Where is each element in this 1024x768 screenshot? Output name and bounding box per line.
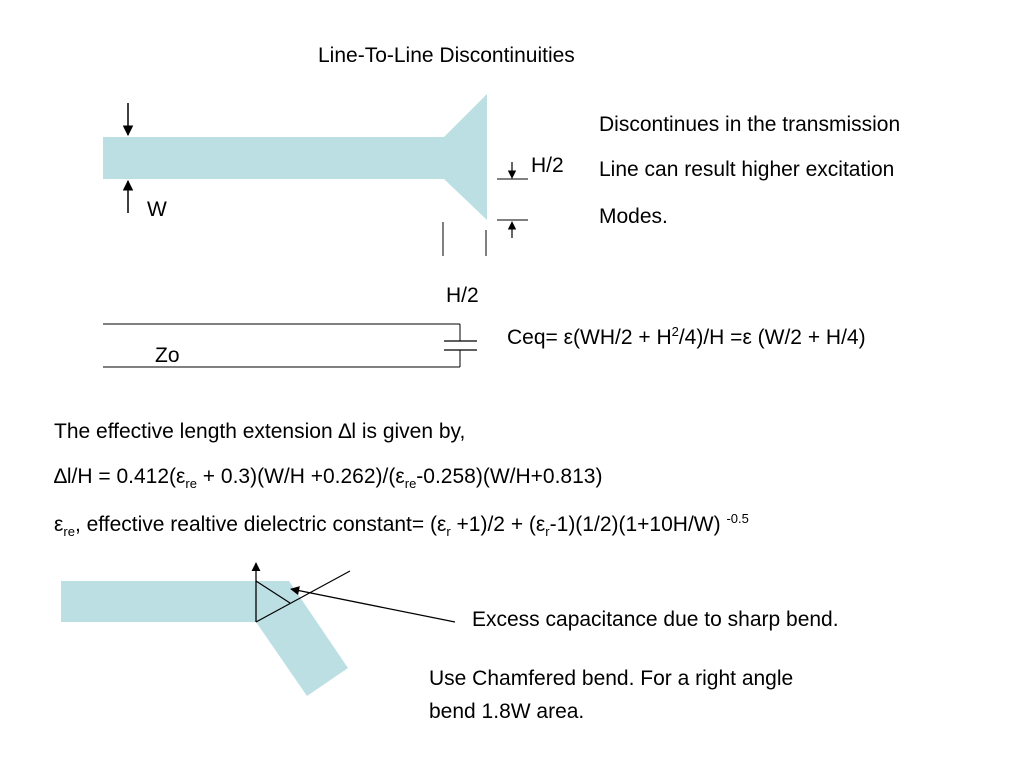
- label-w: W: [147, 198, 167, 221]
- excess-capacitance-label: Excess capacitance due to sharp bend.: [472, 608, 839, 631]
- chamfered-bend-line-1: Use Chamfered bend. For a right angle: [429, 667, 794, 690]
- excess-cap-pointer: [290, 586, 456, 623]
- chamfered-bend-line-2: bend 1.8W area.: [429, 700, 585, 723]
- bend-strip: [61, 581, 348, 696]
- step-discontinuity-diagram: [103, 94, 528, 256]
- narrow-strip: [103, 137, 445, 179]
- bend-diagonal: [255, 570, 351, 623]
- bend-diagram: [61, 562, 456, 696]
- label-zo: Zo: [155, 344, 180, 367]
- eps-re-formula: εre, effective realtive dielectric const…: [54, 511, 749, 540]
- equivalent-circuit: [103, 323, 477, 368]
- description-line-2: Line can result higher excitation: [599, 158, 895, 181]
- length-extension-text: The effective length extension ∆l is giv…: [54, 420, 466, 443]
- label-h2-bottom: H/2: [446, 284, 479, 307]
- ceq-formula: Ceq= ε(WH/2 + H2/4)/H =ε (W/2 + H/4): [507, 324, 866, 349]
- label-h2-side: H/2: [531, 154, 564, 177]
- page-title: Line-To-Line Discontinuities: [318, 44, 575, 67]
- description-line-1: Discontinues in the transmission: [599, 113, 901, 136]
- delta-l-formula: ∆l/H = 0.412(εre + 0.3)(W/H +0.262)/(εre…: [54, 465, 603, 492]
- description-line-3: Modes.: [599, 205, 668, 228]
- bend-triangle-edge: [255, 580, 291, 604]
- flared-strip-end: [444, 94, 487, 220]
